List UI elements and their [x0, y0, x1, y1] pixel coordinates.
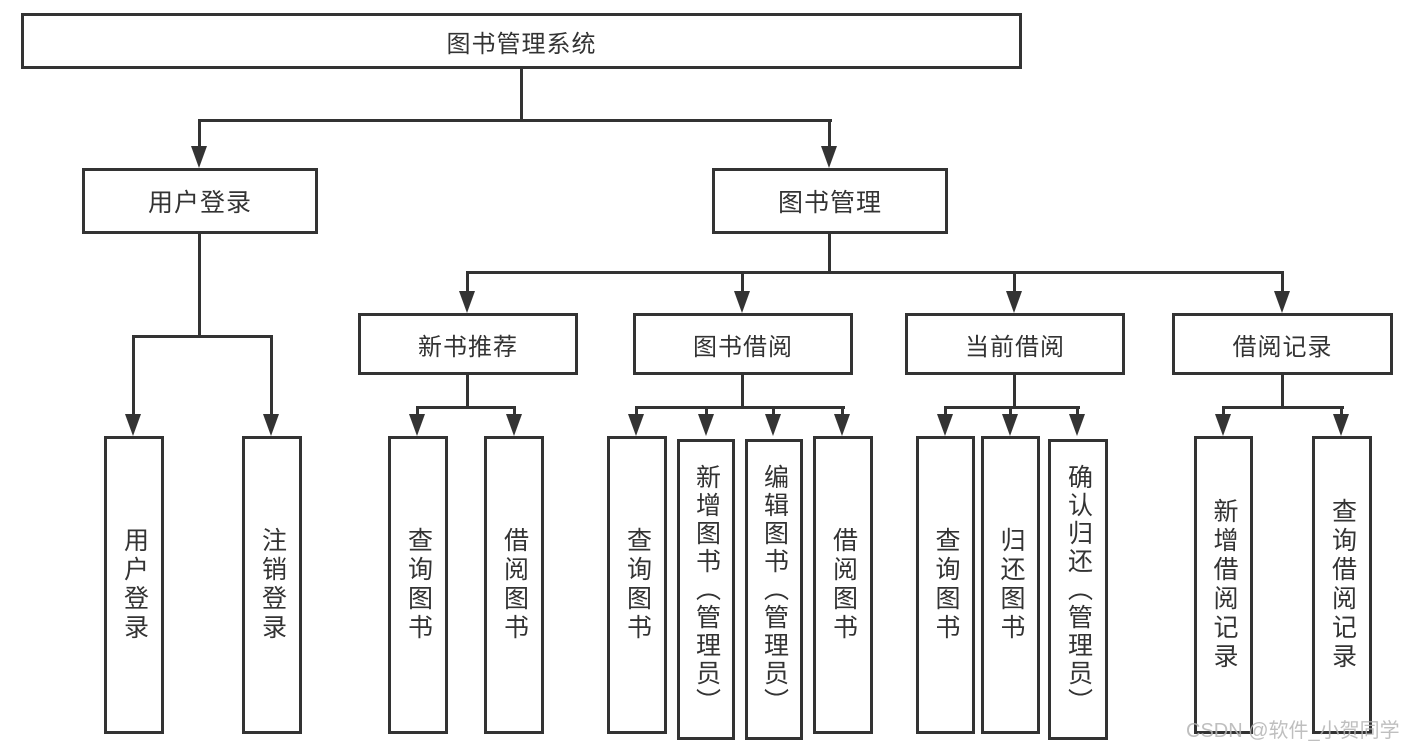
- leaf-current-confirm-label: 确认归还（管理员）: [1064, 463, 1093, 716]
- connector-book-borrow-stem: [741, 375, 744, 408]
- node-user-login: 用户登录: [82, 168, 318, 234]
- leaf-newbook-borrow: 借阅图书: [484, 436, 544, 734]
- connector-borrow-record-rail: [1222, 406, 1344, 409]
- node-book-borrow: 图书借阅: [633, 313, 853, 375]
- connector-root-drop-book-mgmt: [828, 119, 831, 151]
- node-book-borrow-label: 图书借阅: [693, 333, 793, 361]
- csdn-watermark: CSDN @软件_小贺同学: [1186, 720, 1400, 742]
- connector-book-borrow-rail: [635, 406, 845, 409]
- leaf-bookborrow-borrow-label: 借阅图书: [829, 527, 858, 643]
- leaf-bookborrow-borrow: 借阅图书: [813, 436, 873, 734]
- arrowhead-leaf-user-login: [125, 414, 141, 436]
- connector-drop-current-borrow: [1013, 271, 1016, 293]
- arrowhead-leaf-logout: [263, 414, 279, 436]
- leaf-record-add-label: 新增借阅记录: [1210, 498, 1238, 672]
- leaf-newbook-borrow-label: 借阅图书: [500, 527, 529, 643]
- connector-user-login-stem: [198, 234, 201, 337]
- node-root: 图书管理系统: [21, 13, 1022, 69]
- arrowhead-cb-query: [937, 414, 953, 436]
- connector-drop-leaf-user-login: [132, 335, 135, 415]
- node-borrow-record-label: 借阅记录: [1232, 333, 1333, 361]
- leaf-record-query: 查询借阅记录: [1312, 436, 1372, 734]
- arrowhead-cb-confirm: [1069, 414, 1085, 436]
- node-book-mgmt: 图书管理: [712, 168, 948, 234]
- connector-drop-br-add: [1222, 406, 1225, 416]
- node-current-borrow: 当前借阅: [905, 313, 1125, 375]
- connector-drop-bb-edit: [772, 406, 775, 416]
- arrowhead-new-book: [459, 291, 475, 313]
- connector-drop-cb-confirm: [1076, 406, 1079, 416]
- leaf-bookborrow-edit-label: 编辑图书（管理员）: [760, 463, 789, 716]
- arrowhead-book-mgmt: [821, 146, 837, 168]
- connector-root-stem: [520, 69, 523, 120]
- arrowhead-book-borrow: [734, 291, 750, 313]
- leaf-record-add: 新增借阅记录: [1194, 436, 1253, 734]
- leaf-user-login-label: 用户登录: [120, 527, 149, 643]
- leaf-bookborrow-add-label: 新增图书（管理员）: [692, 463, 721, 716]
- connector-drop-cb-return: [1009, 406, 1012, 416]
- connector-drop-br-query: [1340, 406, 1343, 416]
- arrowhead-br-add: [1215, 414, 1231, 436]
- connector-new-book-stem: [466, 375, 469, 408]
- connector-new-book-rail: [416, 406, 516, 409]
- connector-drop-cb-query: [944, 406, 947, 416]
- leaf-bookborrow-edit: 编辑图书（管理员）: [745, 439, 803, 740]
- arrowhead-bb-query: [628, 414, 644, 436]
- arrowhead-bb-edit: [765, 414, 781, 436]
- connector-borrow-record-stem: [1281, 375, 1284, 408]
- node-current-borrow-label: 当前借阅: [965, 333, 1065, 361]
- connector-drop-leaf-logout: [270, 335, 273, 415]
- leaf-current-confirm: 确认归还（管理员）: [1048, 439, 1108, 740]
- leaf-bookborrow-query: 查询图书: [607, 436, 667, 734]
- connector-root-rail: [198, 119, 832, 122]
- connector-drop-bb-add: [705, 406, 708, 416]
- leaf-newbook-query-label: 查询图书: [404, 527, 433, 643]
- arrowhead-user-login: [191, 146, 207, 168]
- leaf-bookborrow-add: 新增图书（管理员）: [677, 439, 735, 740]
- node-new-book: 新书推荐: [358, 313, 578, 375]
- node-borrow-record: 借阅记录: [1172, 313, 1393, 375]
- node-user-login-label: 用户登录: [147, 189, 252, 217]
- connector-drop-book-borrow: [741, 271, 744, 293]
- node-new-book-label: 新书推荐: [418, 333, 518, 361]
- arrowhead-nb-borrow: [506, 414, 522, 436]
- connector-book-mgmt-stem: [828, 234, 831, 273]
- leaf-user-login: 用户登录: [104, 436, 164, 734]
- leaf-current-return: 归还图书: [981, 436, 1040, 734]
- connector-drop-bb-borrow: [841, 406, 844, 416]
- connector-drop-nb-borrow: [513, 406, 516, 416]
- leaf-logout: 注销登录: [242, 436, 302, 734]
- arrowhead-bb-add: [698, 414, 714, 436]
- arrowhead-nb-query: [409, 414, 425, 436]
- arrowhead-br-query: [1333, 414, 1349, 436]
- connector-drop-new-book: [466, 271, 469, 293]
- connector-current-borrow-stem: [1013, 375, 1016, 408]
- leaf-logout-label: 注销登录: [258, 527, 287, 643]
- leaf-newbook-query: 查询图书: [388, 436, 448, 734]
- leaf-bookborrow-query-label: 查询图书: [623, 527, 652, 643]
- arrowhead-cb-return: [1002, 414, 1018, 436]
- connector-drop-bb-query: [635, 406, 638, 416]
- connector-drop-borrow-record: [1281, 271, 1284, 293]
- connector-current-borrow-rail: [944, 406, 1080, 409]
- arrowhead-bb-borrow: [834, 414, 850, 436]
- connector-drop-nb-query: [416, 406, 419, 416]
- arrowhead-current-borrow: [1006, 291, 1022, 313]
- node-book-mgmt-label: 图书管理: [777, 189, 882, 217]
- leaf-current-return-label: 归还图书: [997, 527, 1025, 643]
- node-root-label: 图书管理系统: [446, 30, 597, 58]
- leaf-current-query-label: 查询图书: [932, 527, 960, 643]
- arrowhead-borrow-record: [1274, 291, 1290, 313]
- connector-root-drop-user-login: [198, 119, 201, 151]
- leaf-current-query: 查询图书: [916, 436, 975, 734]
- connector-book-mgmt-rail: [466, 271, 1284, 274]
- leaf-record-query-label: 查询借阅记录: [1328, 498, 1357, 672]
- connector-user-login-rail: [132, 335, 273, 338]
